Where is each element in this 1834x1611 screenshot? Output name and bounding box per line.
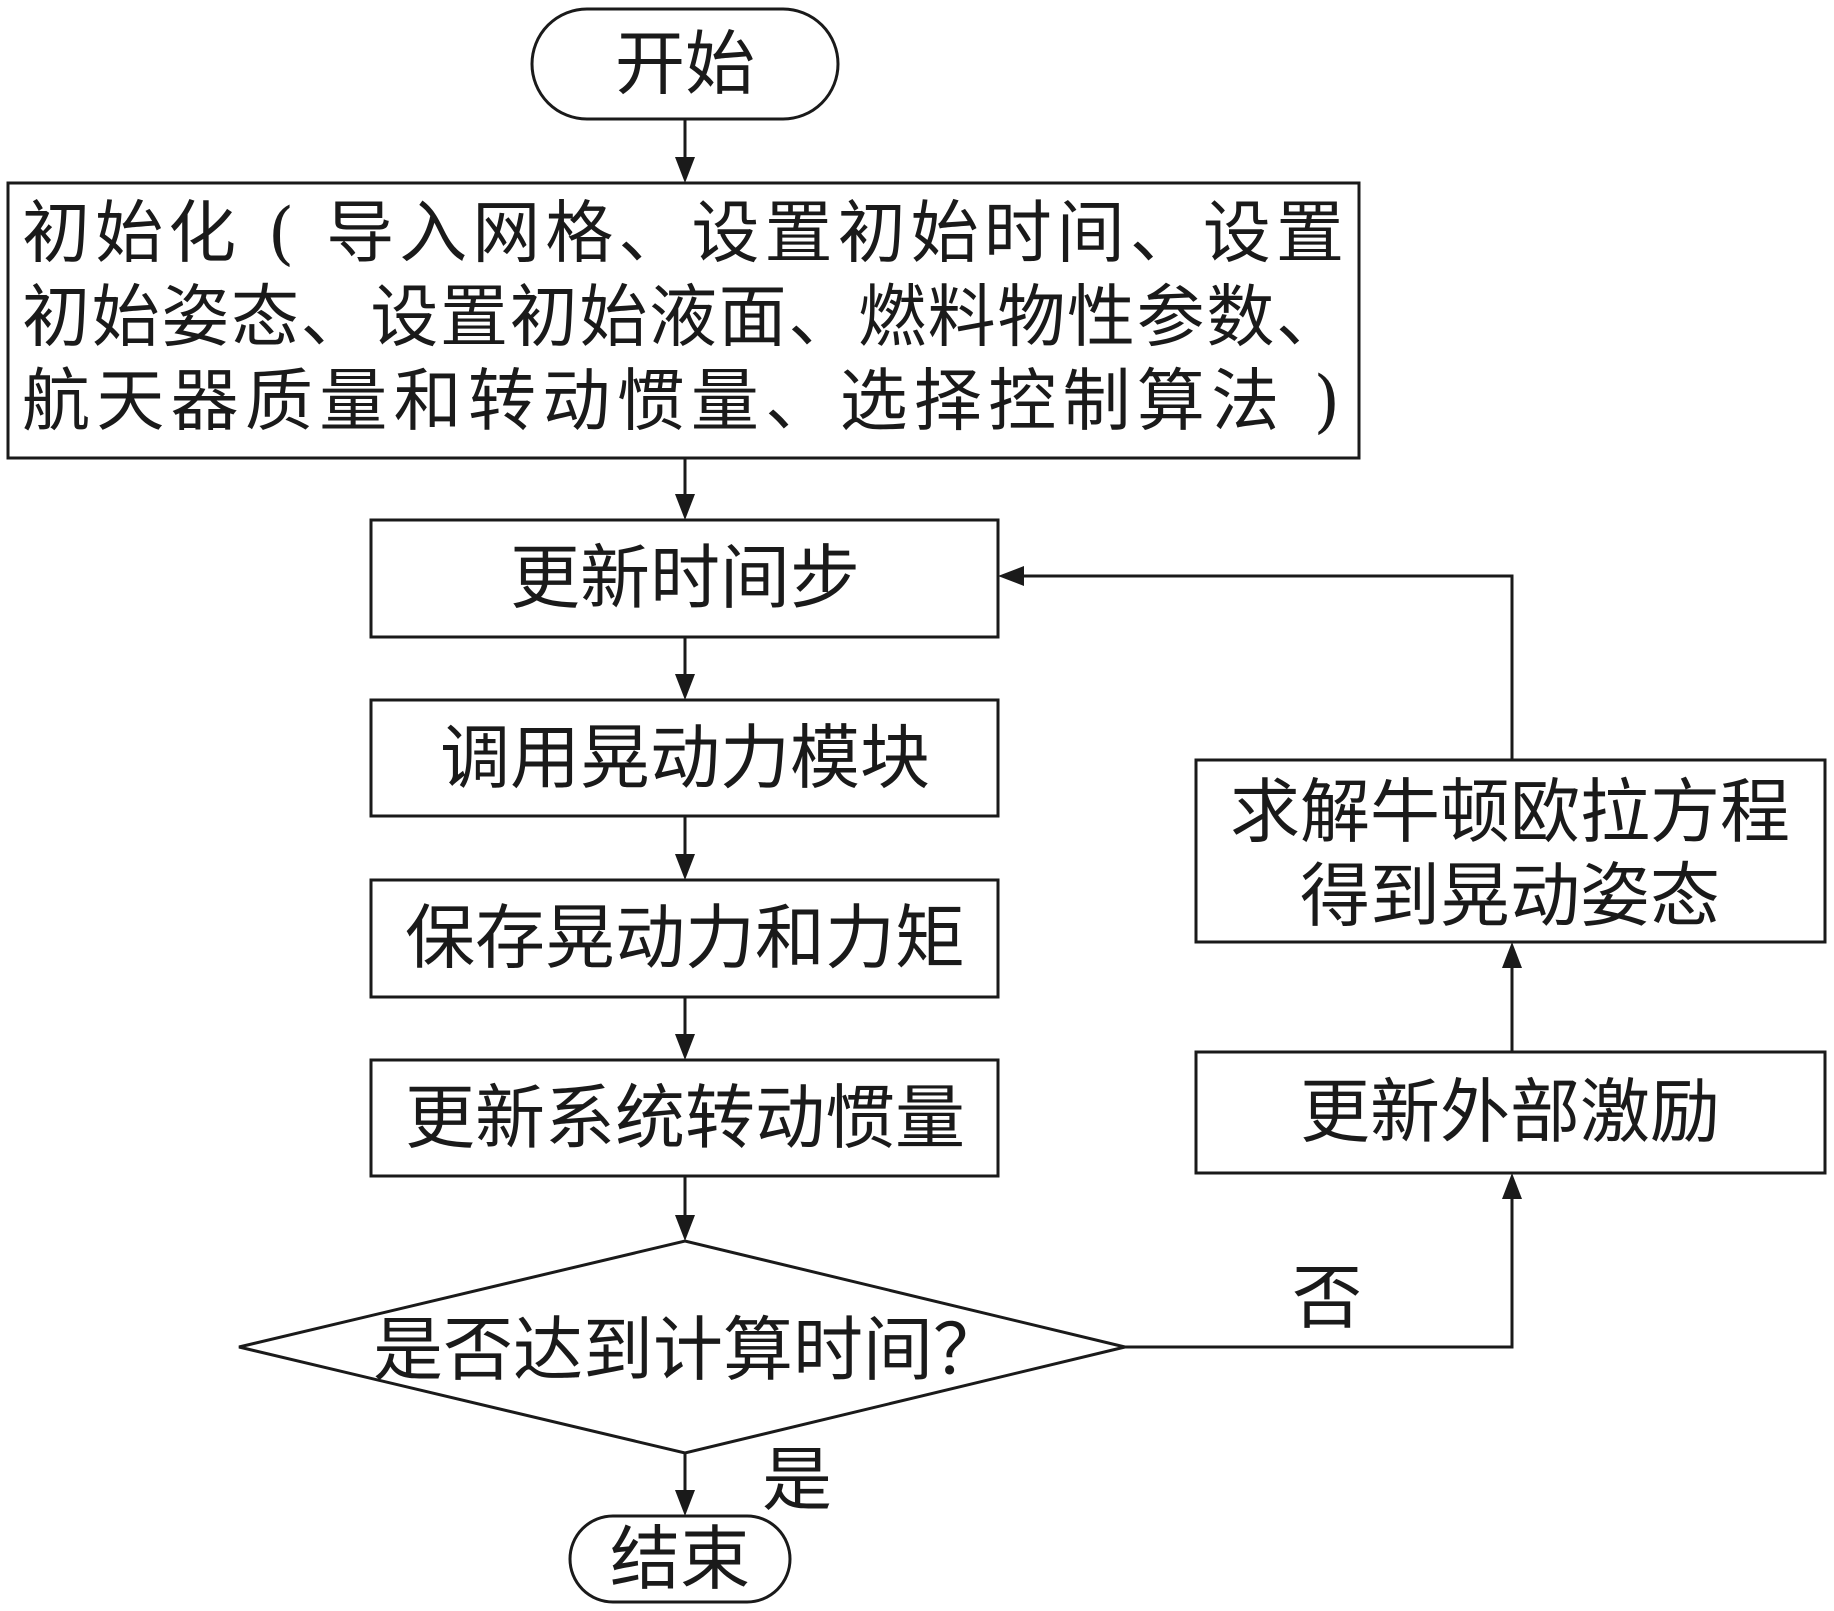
save-force-torque-label: 保存晃动力和力矩 xyxy=(405,897,965,979)
init-line-1: 初始化 ( 导入网格、设置初始时间、设置 xyxy=(22,195,1344,274)
init-line-3: 航天器质量和转动惯量、选择控制算法 ) xyxy=(22,363,1340,442)
arrow-module-to-save xyxy=(675,816,695,880)
arrow-decision-to-end xyxy=(675,1453,695,1516)
save-force-torque-node: 保存晃动力和力矩 xyxy=(369,878,1000,999)
arrow-save-to-inertia xyxy=(675,997,695,1060)
arrow-solve-to-time-step xyxy=(998,566,1514,760)
update-excitation-label: 更新外部激励 xyxy=(1300,1071,1720,1153)
solve-newton-euler-node: 求解牛顿欧拉方程 得到晃动姿态 xyxy=(1194,758,1827,944)
arrow-start-to-init xyxy=(675,119,695,183)
end-label: 结束 xyxy=(610,1518,750,1600)
no-label: 否 xyxy=(1292,1257,1362,1339)
start-node: 开始 xyxy=(530,7,840,121)
update-excitation-node: 更新外部激励 xyxy=(1194,1050,1827,1175)
solve-newton-euler-line-1: 求解牛顿欧拉方程 xyxy=(1230,771,1790,853)
end-node: 结束 xyxy=(568,1514,792,1604)
update-inertia-node: 更新系统转动惯量 xyxy=(369,1058,1000,1178)
init-line-2: 初始姿态、设置初始液面、燃料物性参数、 xyxy=(22,279,1344,358)
decision-label: 是否达到计算时间？ xyxy=(373,1309,1003,1391)
arrow-inertia-to-decision xyxy=(675,1176,695,1241)
decision-node: 是否达到计算时间？ xyxy=(238,1239,1126,1455)
update-time-step-node: 更新时间步 xyxy=(369,518,1000,639)
init-node: 初始化 ( 导入网格、设置初始时间、设置 初始姿态、设置初始液面、燃料物性参数、… xyxy=(6,181,1361,460)
start-label: 开始 xyxy=(615,23,755,105)
update-inertia-label: 更新系统转动惯量 xyxy=(405,1077,965,1159)
arrow-excitation-to-solve xyxy=(1502,942,1522,1052)
arrow-decision-to-excitation xyxy=(1125,1173,1522,1349)
call-sloshing-module-label: 调用晃动力模块 xyxy=(440,717,930,799)
arrow-time-step-to-module xyxy=(675,637,695,700)
yes-label: 是 xyxy=(762,1439,832,1521)
call-sloshing-module-node: 调用晃动力模块 xyxy=(369,698,1000,818)
update-time-step-label: 更新时间步 xyxy=(510,537,860,619)
solve-newton-euler-line-2: 得到晃动姿态 xyxy=(1300,855,1720,937)
arrow-init-to-time-step xyxy=(675,458,695,520)
